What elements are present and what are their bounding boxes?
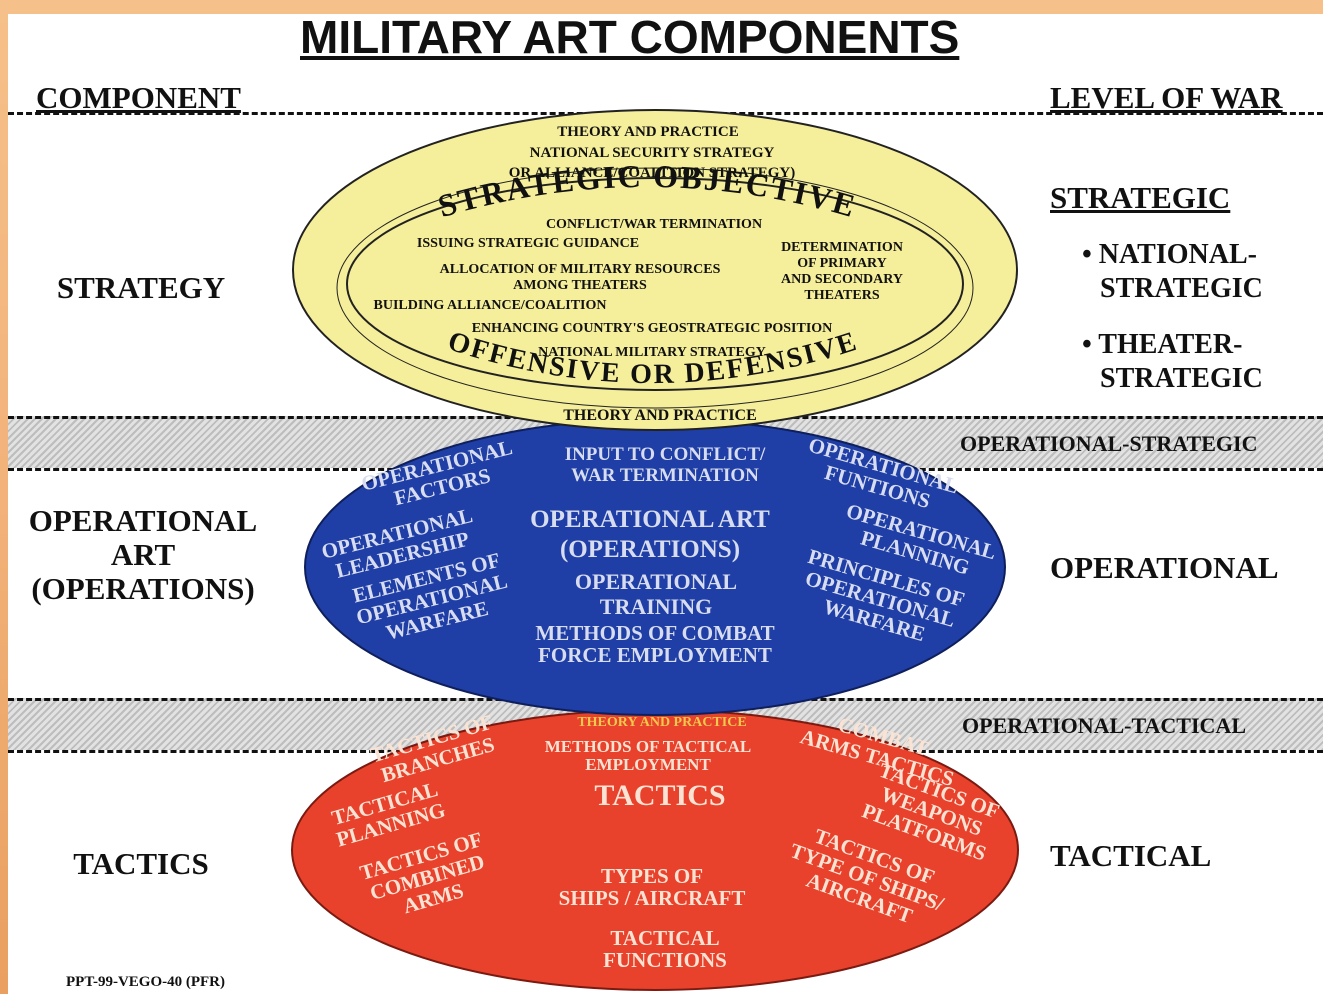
- red-types: SHIPS / AIRCRAFT: [559, 886, 746, 910]
- inner-alliance: BUILDING ALLIANCE/COALITION: [374, 298, 607, 313]
- footer-code: PPT-99-VEGO-40 (PFR): [66, 974, 226, 990]
- component-tactics: TACTICS: [73, 846, 209, 881]
- yellow-bottom-line: THEORY AND PRACTICE: [563, 407, 757, 424]
- component-line: OPERATIONAL: [28, 503, 258, 538]
- strategy-inner-ring-outer: [336, 167, 974, 409]
- inner-determination: DETERMINATION: [781, 240, 903, 255]
- level-line: STRATEGIC: [1100, 273, 1263, 304]
- level-operational-strategic: OPERATIONAL-STRATEGIC: [960, 431, 1258, 456]
- component-operational-art: OPERATIONAL ART (OPERATIONS): [18, 504, 268, 606]
- level-line: • THEATER-: [1082, 329, 1243, 360]
- inner-guidance: ISSUING STRATEGIC GUIDANCE: [417, 236, 639, 251]
- inner-allocation: AMONG THEATERS: [513, 278, 647, 293]
- yellow-top-line: THEORY AND PRACTICE: [557, 124, 738, 140]
- blue-methods: FORCE EMPLOYMENT: [538, 643, 772, 667]
- inner-enhancing: ENHANCING COUNTRY'S GEOSTRATEGIC POSITIO…: [472, 321, 833, 336]
- blue-input: INPUT TO CONFLICT/: [565, 444, 766, 465]
- level-strategic: STRATEGIC: [1050, 180, 1231, 215]
- inner-determination: AND SECONDARY: [781, 272, 903, 287]
- component-header: COMPONENT: [36, 80, 241, 115]
- blue-center: (OPERATIONS): [560, 536, 740, 563]
- red-methods: EMPLOYMENT: [585, 755, 711, 774]
- level-operational-tactical: OPERATIONAL-TACTICAL: [962, 713, 1246, 738]
- red-theory: THEORY AND PRACTICE: [577, 715, 746, 730]
- component-line: (OPERATIONS): [31, 571, 255, 606]
- red-functions: FUNCTIONS: [603, 948, 727, 972]
- level-operational: OPERATIONAL: [1050, 550, 1279, 585]
- component-line: ART: [110, 537, 176, 572]
- red-functions: TACTICAL: [610, 926, 719, 950]
- blue-training: OPERATIONAL: [575, 569, 737, 594]
- level-of-war-header: LEVEL OF WAR: [1050, 80, 1283, 115]
- strategy-ellipse: [292, 109, 1018, 431]
- level-national-strategic: • NATIONAL- STRATEGIC: [1082, 238, 1263, 306]
- component-strategy: STRATEGY: [56, 270, 226, 305]
- inner-conflict: CONFLICT/WAR TERMINATION: [546, 217, 762, 232]
- red-center: TACTICS: [594, 779, 725, 812]
- inner-determination: THEATERS: [804, 288, 879, 303]
- inner-determination: OF PRIMARY: [797, 256, 887, 271]
- red-methods: METHODS OF TACTICAL: [545, 737, 752, 756]
- level-theater-strategic: • THEATER- STRATEGIC: [1082, 328, 1263, 396]
- level-line: • NATIONAL-: [1082, 239, 1257, 270]
- blue-input: WAR TERMINATION: [571, 465, 759, 486]
- slide-title: MILITARY ART COMPONENTS: [300, 11, 960, 63]
- strategy-inner-ring: [346, 177, 964, 391]
- red-types: TYPES OF: [601, 864, 703, 888]
- level-tactical: TACTICAL: [1050, 838, 1212, 873]
- inner-nms: NATIONAL MILITARY STRATEGY: [538, 345, 766, 360]
- yellow-top-line: NATIONAL SECURITY STRATEGY: [530, 145, 775, 161]
- blue-training: TRAINING: [600, 594, 712, 619]
- level-line: STRATEGIC: [1100, 363, 1263, 394]
- inner-allocation: ALLOCATION OF MILITARY RESOURCES: [440, 262, 721, 277]
- yellow-top-line: OR ALLIANCE/COALITION STRATEGY): [509, 165, 795, 181]
- blue-center: OPERATIONAL ART: [530, 506, 770, 533]
- blue-methods: METHODS OF COMBAT: [535, 621, 774, 645]
